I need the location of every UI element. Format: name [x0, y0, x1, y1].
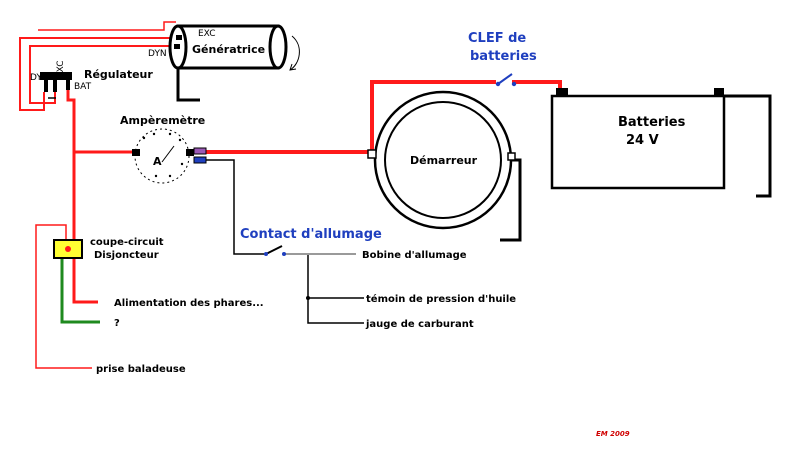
ignition-switch-label: Contact d'allumage [240, 227, 382, 242]
batteries [550, 88, 726, 190]
regulator [40, 72, 72, 92]
fuse-label-line1: coupe-circuit [90, 237, 164, 248]
regulator-dyn-label: DYN [30, 73, 49, 83]
unknown-circuit-label: ? [114, 318, 120, 329]
fuel-gauge-label: jauge de carburant [365, 319, 474, 330]
ammeter [132, 128, 207, 184]
starter-label: Démarreur [410, 154, 478, 167]
fuse-box [53, 239, 83, 259]
headlights-label: Alimentation des phares... [114, 298, 264, 309]
regulator-exc-label: EXC [56, 61, 66, 78]
battery-switch-label-line2: batteries [470, 49, 537, 64]
battery-switch-label-line1: CLEF de [468, 31, 526, 46]
oil-pressure-label: témoin de pression d'huile [366, 293, 516, 305]
batteries-label-line1: Batteries [618, 115, 686, 130]
junction-dot [306, 296, 310, 300]
generator-exc-label: EXC [198, 29, 215, 39]
generator-label: Génératrice [192, 43, 265, 56]
ignition-coil-label: Bobine d'allumage [362, 250, 467, 261]
distribution-wires [35, 150, 134, 369]
signature: EM 2009 [596, 430, 630, 438]
regulator-bat-label: BAT [74, 82, 92, 92]
generator [168, 24, 300, 71]
starter-motor [367, 90, 516, 230]
batteries-label-line2: 24 V [626, 133, 659, 148]
ammeter-label: Ampèremètre [120, 114, 205, 127]
regulator-label: Régulateur [84, 68, 153, 81]
ammeter-symbol: A [153, 155, 162, 168]
battery-switch [495, 73, 517, 87]
ignition-switch [264, 252, 286, 256]
fuse-label-line2: Disjoncteur [94, 250, 159, 261]
generator-dyn-label: DYN [148, 49, 167, 59]
inspection-socket-label: prise baladeuse [96, 364, 186, 375]
